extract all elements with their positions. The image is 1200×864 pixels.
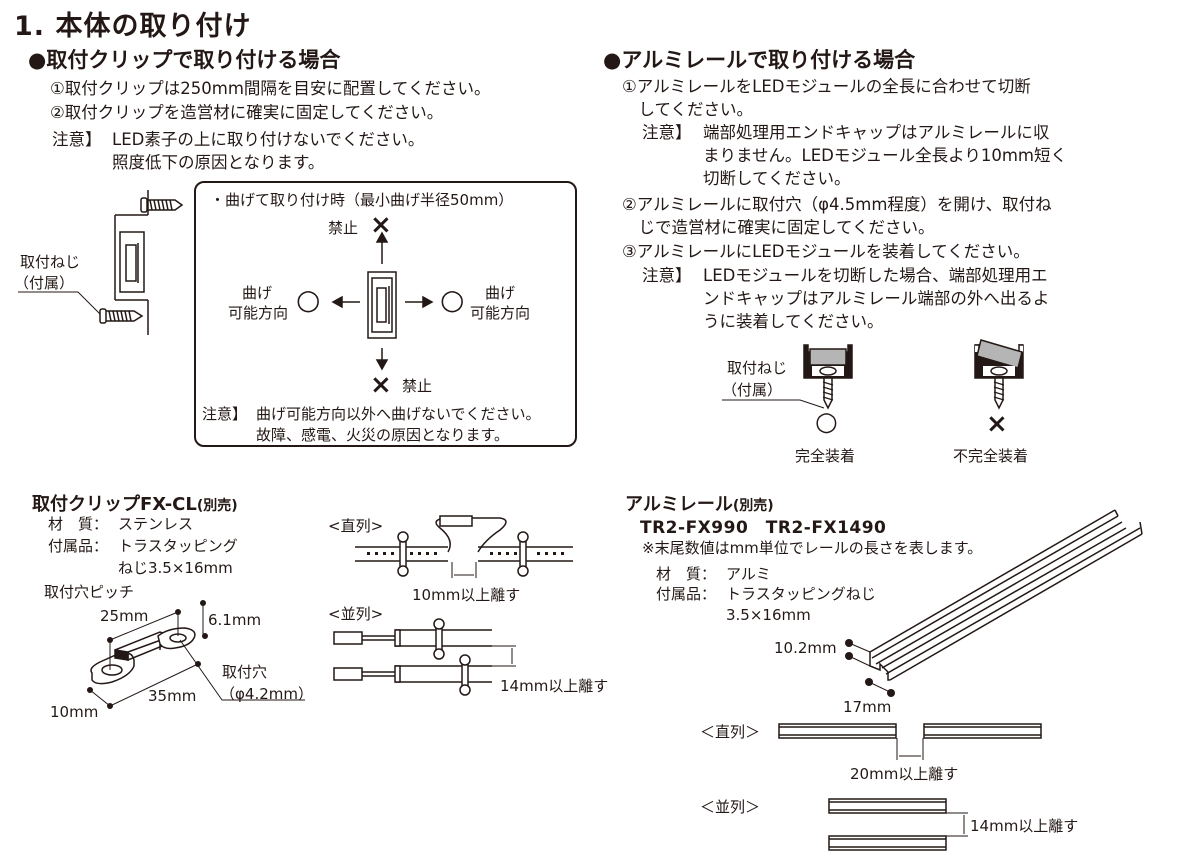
rail-step-2-line-2: じで造営材に確実に固定してください。 <box>622 218 935 237</box>
rail-3d-illustration <box>845 509 1143 697</box>
clip-product-suffix: (別売) <box>196 498 238 514</box>
rail-material-label: 材 質： <box>656 565 717 583</box>
clip-dim-width: 10mm <box>50 703 99 721</box>
clip-accessory-line-2: ねじ3.5×16mm <box>118 559 233 577</box>
screw-icon <box>99 308 144 324</box>
rail-accessory-line-1: トラスタッピングねじ <box>726 585 876 603</box>
arrow-down-icon <box>375 359 389 371</box>
allowed-left-mark: ○ <box>296 283 321 316</box>
rail-screw-label-2: （付属） <box>722 381 783 399</box>
rail-dim-width: 17mm <box>843 698 892 716</box>
rail-note: ※末尾数値はmm単位でレールの長さを表します。 <box>642 539 983 557</box>
rail-caution1-label: 注意】 <box>642 123 692 142</box>
rail-caution2-line-2: ンドキャップはアルミレール端部の外へ出るよ <box>703 289 1050 308</box>
rail-profile-ok <box>803 344 853 410</box>
clip-series-gap: 10mm以上離す <box>412 586 521 604</box>
rail-parallel-gap: 14mm以上離す <box>970 817 1079 835</box>
rail-caution1-line-3: 切断してください。 <box>703 169 851 188</box>
rail-caution1-line-1: 端部処理用エンドキャップはアルミレールに収 <box>703 123 1050 142</box>
clip-dim-height: 6.1mm <box>208 611 262 629</box>
clip-screw-label-2: （付属） <box>14 274 75 292</box>
rail-screw-label-1: 取付ねじ <box>727 359 788 377</box>
clip-material: ステンレス <box>118 515 194 533</box>
arrow-right-icon <box>422 295 434 309</box>
clip-screw-label-1: 取付ねじ <box>20 253 81 271</box>
clip-parallel-strips <box>333 618 516 696</box>
bend-diagram <box>331 231 434 371</box>
clip-accessory-line-1: トラスタッピング <box>118 537 238 555</box>
clip-pitch-label: 取付穴ピッチ <box>44 583 135 601</box>
clip-material-label: 材 質： <box>48 515 109 533</box>
rail-caution2-line-3: うに装着してください。 <box>703 312 884 331</box>
rail-series-label: ＜直列＞ <box>700 723 761 741</box>
forbidden-top-mark: × <box>370 210 392 240</box>
ng-mark: × <box>986 409 1008 439</box>
clip-section-heading: ●取付クリップで取り付ける場合 <box>28 48 341 72</box>
rail-caution2-label: 注意】 <box>642 266 692 285</box>
rail-profile-ng <box>974 339 1024 410</box>
rail-series-bars <box>778 723 1042 760</box>
ok-mark: ○ <box>815 407 838 437</box>
clip-dim-pitch: 25mm <box>100 607 149 625</box>
clip-accessory-label: 付属品： <box>48 537 109 555</box>
clip-caution-label: 注意】 <box>52 130 102 149</box>
rail-parallel-label: ＜並列＞ <box>700 798 761 816</box>
clip-parallel-label: <並列> <box>328 605 384 623</box>
ng-label: 不完全装着 <box>953 447 1029 465</box>
bend-caution-label: 注意】 <box>202 405 248 423</box>
rail-line-2: してください。 <box>622 100 754 119</box>
bend-caution-line-1: 曲げ可能方向以外へ曲げないでください。 <box>256 405 541 423</box>
ok-label: 完全装着 <box>795 447 856 465</box>
clip-series-strips <box>355 515 573 578</box>
clip-parallel-gap: 14mm以上離す <box>500 677 609 695</box>
bend-caution-line-2: 故障、感電、火災の原因となります。 <box>256 426 510 444</box>
rail-models: TR2-FX990 TR2-FX1490 <box>640 518 887 538</box>
clip-hole-label-1: 取付穴 <box>222 663 268 681</box>
clip-step-1: ①取付クリップは250mm間隔を目安に配置してください。 <box>50 79 491 98</box>
rail-accessory-label: 付属品： <box>656 585 717 603</box>
rail-product-suffix: (別売) <box>732 498 774 514</box>
bend-instruction-box <box>194 181 577 447</box>
rail-accessory-line-2: 3.5×16mm <box>726 606 811 624</box>
rail-product-heading: アルミレール(別売) <box>625 490 774 516</box>
rail-parallel-bars <box>828 798 968 851</box>
clip-step-2: ②取付クリップを造営材に確実に固定してください。 <box>50 103 444 122</box>
forbidden-top-label: 禁止 <box>328 219 359 237</box>
forbidden-bottom-label: 禁止 <box>402 377 433 395</box>
clip-3d-illustration <box>87 600 305 709</box>
rail-caution2-line-1: LEDモジュールを切断した場合、端部処理用エ <box>703 266 1048 285</box>
bend-box-title: ・曲げて取り付け時（最小曲げ半径50mm） <box>210 191 514 209</box>
arrow-up-icon <box>375 231 389 243</box>
rail-line-1: ①アルミレールをLEDモジュールの全長に合わせて切断 <box>622 77 1031 96</box>
rail-step-3: ③アルミレールにLEDモジュールを装着してください。 <box>622 242 1030 261</box>
clip-caution-line-1: LED素子の上に取り付けないでください。 <box>112 130 425 149</box>
forbidden-bottom-mark: × <box>370 370 392 400</box>
clip-dim-length: 35mm <box>148 687 197 705</box>
rail-product-name: アルミレール <box>625 494 733 515</box>
rail-caution1-line-2: まりません。LEDモジュール全長より10mm短く <box>703 146 1067 165</box>
rail-material: アルミ <box>726 565 771 583</box>
rail-dim-height: 10.2mm <box>774 639 837 657</box>
rail-section-heading: ●アルミレールで取り付ける場合 <box>603 48 916 72</box>
arrow-left-icon <box>331 295 343 309</box>
allowed-right-label-1: 曲げ <box>485 284 516 302</box>
wall-clip-illustration <box>18 190 184 335</box>
allowed-right-mark: ○ <box>440 283 465 316</box>
allowed-left-label-1: 曲げ <box>242 284 273 302</box>
clip-product-heading: 取付クリップFX-CL(別売) <box>32 490 238 516</box>
page-title: 1. 本体の取り付け <box>14 11 252 42</box>
clip-caution-line-2: 照度低下の原因となります。 <box>112 153 325 172</box>
allowed-left-label-2: 可能方向 <box>228 304 289 322</box>
rail-series-gap: 20mm以上離す <box>850 765 959 783</box>
rail-step-2-line-1: ②アルミレールに取付穴（φ4.5mm程度）を開け、取付ね <box>622 195 1052 214</box>
clip-hole-label-2: （φ4.2mm） <box>220 685 313 703</box>
clip-product-name: 取付クリップFX-CL <box>32 494 197 515</box>
allowed-right-label-2: 可能方向 <box>470 304 531 322</box>
clip-series-label: <直列> <box>328 517 384 535</box>
screw-icon <box>140 197 184 213</box>
